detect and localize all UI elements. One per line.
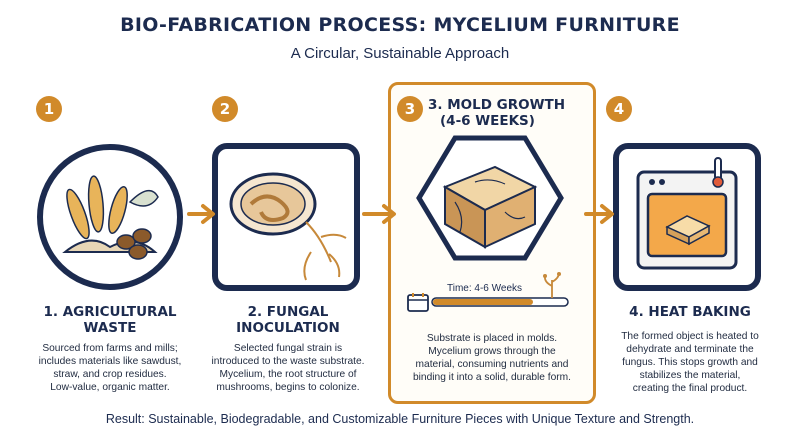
- calendar-icon: [407, 293, 429, 312]
- grain-bundle-icon: [37, 144, 183, 290]
- step-4-badge: 4: [606, 96, 632, 122]
- step-4-title-line1: 4. HEAT BAKING: [629, 304, 751, 320]
- page-subtitle: A Circular, Sustainable Approach: [290, 45, 510, 62]
- timebar-label: Time: 4-6 Weeks: [447, 283, 523, 294]
- mold-block-icon: [416, 135, 564, 261]
- desc-line: includes materials like sawdust,: [38, 356, 182, 367]
- step-3-title-line2: (4-6 WEEKS): [440, 113, 535, 129]
- step-2-description: Selected fungal strain is introduced to …: [198, 342, 378, 394]
- step-2-badge: 2: [212, 96, 238, 122]
- step-3-description: Substrate is placed in molds. Mycelium g…: [396, 332, 588, 384]
- step-1-title: 1. AGRICULTURAL WASTE: [20, 304, 200, 336]
- step-1-description: Sourced from farms and mills; includes m…: [20, 342, 200, 394]
- progress-timebar: [431, 297, 569, 307]
- oven-icon: [613, 143, 761, 291]
- step-1-badge: 1: [36, 96, 62, 122]
- arrow-right-icon: [187, 204, 215, 224]
- desc-line: straw, and crop residues.: [53, 369, 167, 380]
- desc-line: Low-value, organic matter.: [50, 382, 170, 393]
- desc-line: introduced to the waste substrate.: [211, 356, 365, 367]
- step-4-title: 4. HEAT BAKING: [600, 304, 780, 320]
- desc-line: material, consuming nutrients and: [415, 359, 569, 370]
- desc-line: The formed object is heated to: [621, 331, 759, 342]
- desc-line: Mycelium, the root structure of: [219, 369, 357, 380]
- desc-line: Mycelium grows through the: [428, 346, 556, 357]
- sprout-icon: [543, 272, 561, 298]
- desc-line: stabilizes the material,: [639, 370, 741, 381]
- step-1-title-line2: WASTE: [83, 320, 137, 336]
- step-2-title-line2: INOCULATION: [236, 320, 340, 336]
- step-2-title: 2. FUNGAL INOCULATION: [198, 304, 378, 336]
- desc-line: creating the final product.: [632, 383, 748, 394]
- page-title: BIO-FABRICATION PROCESS: MYCELIUM FURNIT…: [120, 14, 680, 36]
- arrow-right-icon: [584, 204, 614, 224]
- petri-dish-icon: [212, 143, 360, 291]
- desc-line: dehydrate and terminate the: [626, 344, 754, 355]
- step-4-description: The formed object is heated to dehydrate…: [600, 330, 780, 395]
- step-1-title-line1: 1. AGRICULTURAL: [43, 304, 177, 320]
- step-3-badge: 3: [397, 96, 423, 122]
- desc-line: Substrate is placed in molds.: [426, 333, 558, 344]
- desc-line: mushrooms, begins to colonize.: [216, 382, 360, 393]
- arrow-right-icon: [362, 204, 396, 224]
- step-2-title-line1: 2. FUNGAL: [247, 304, 329, 320]
- step-3-title: 3. MOLD GROWTH (4-6 WEEKS): [428, 97, 568, 129]
- desc-line: fungus. This stops growth and: [622, 357, 758, 368]
- result-statement: Result: Sustainable, Biodegradable, and …: [105, 412, 695, 426]
- desc-line: Selected fungal strain is: [233, 343, 343, 354]
- desc-line: binding it into a solid, durable form.: [413, 372, 571, 383]
- desc-line: Sourced from farms and mills;: [42, 343, 178, 354]
- step-3-title-line1: 3. MOLD GROWTH: [428, 97, 565, 113]
